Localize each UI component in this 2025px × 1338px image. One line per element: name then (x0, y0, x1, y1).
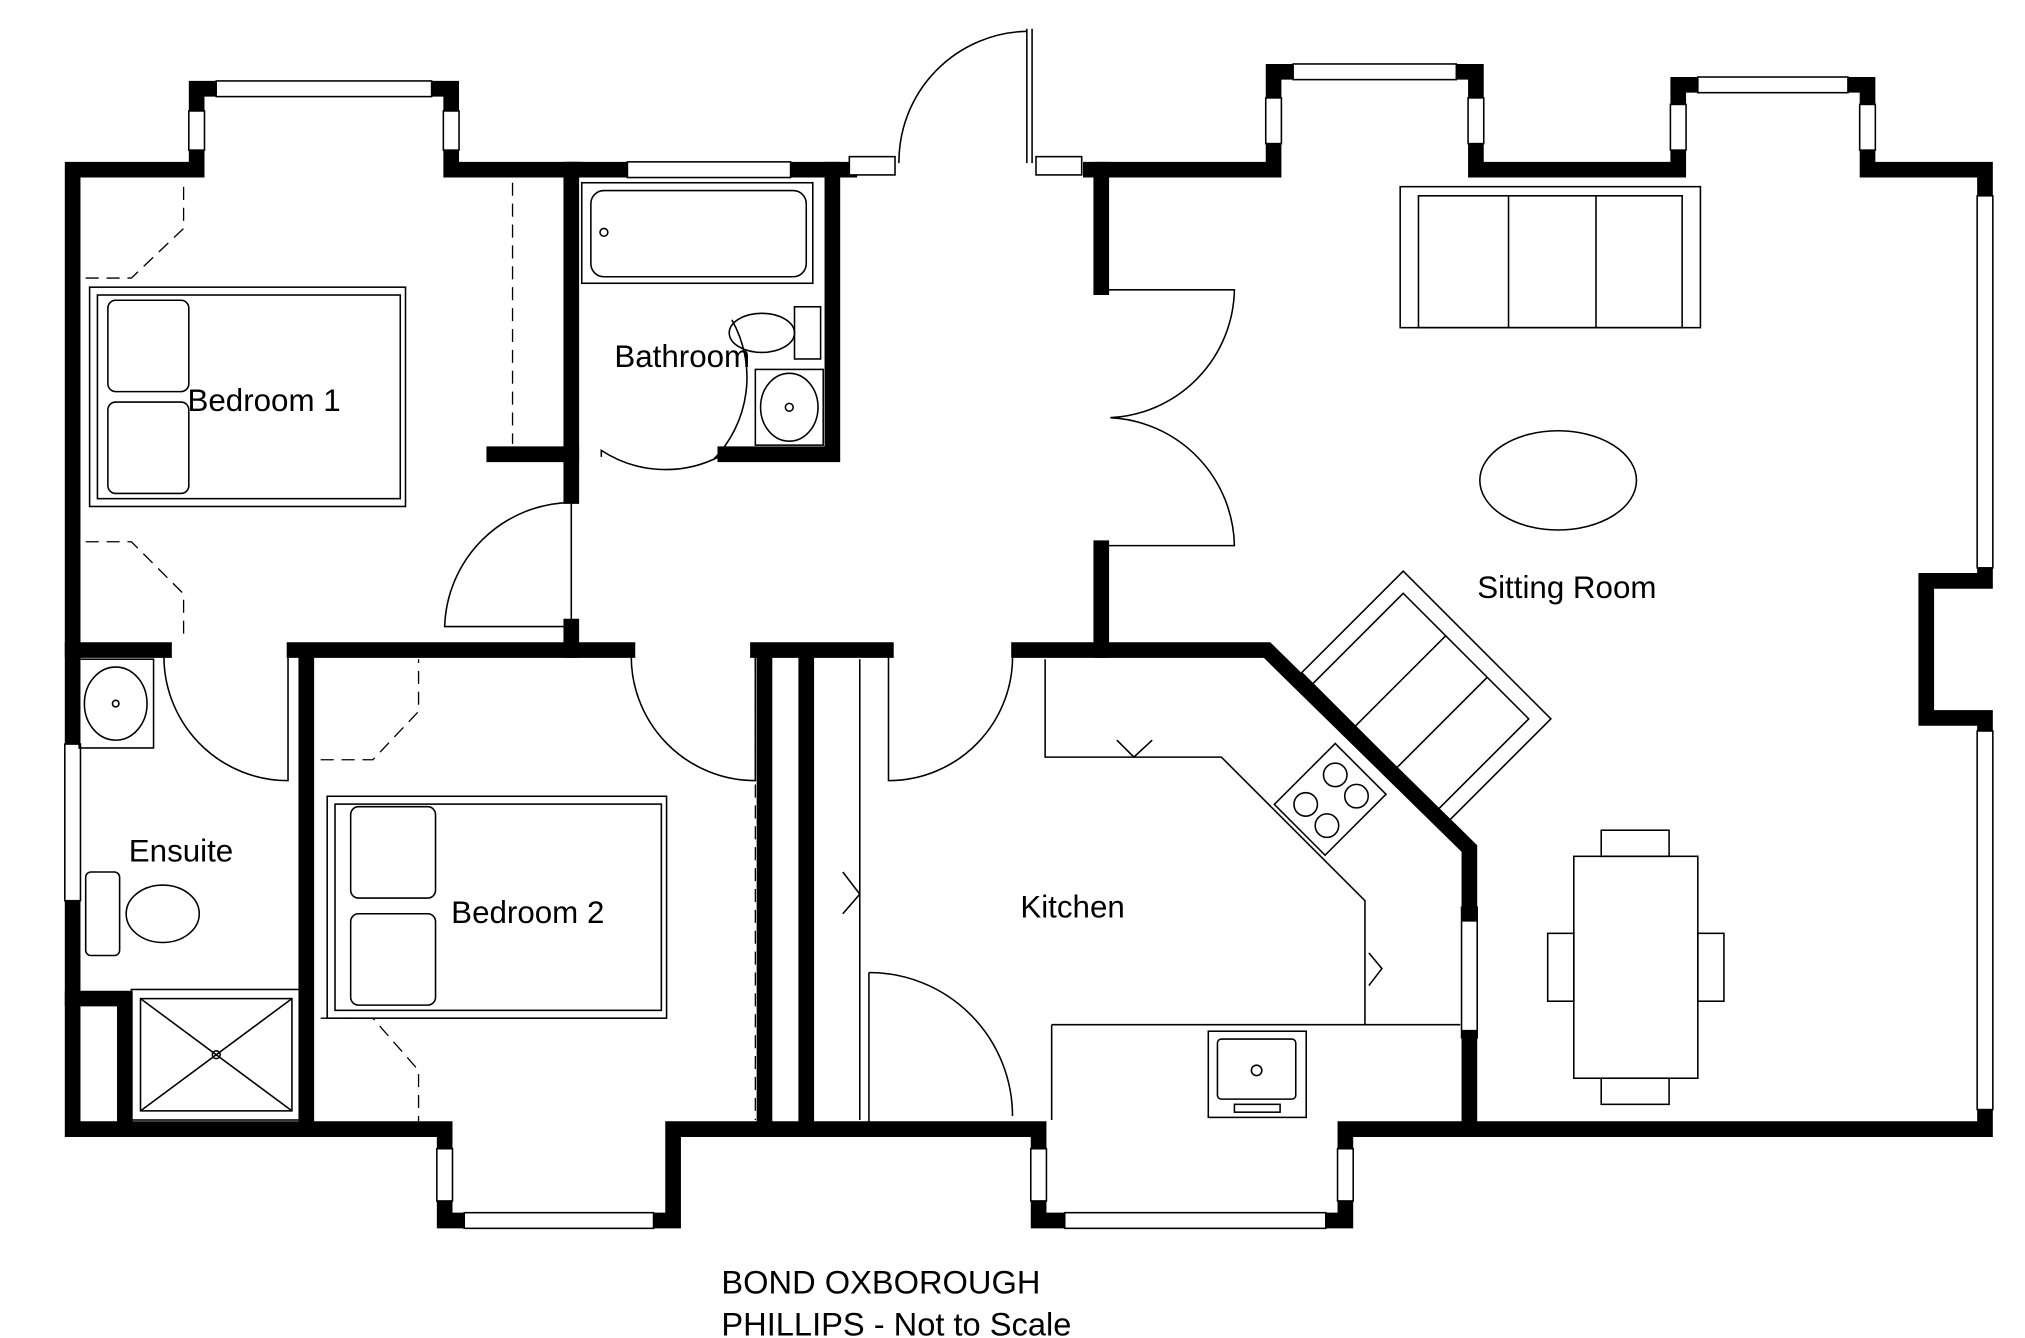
scale-note: PHILLIPS - Not to Scale (721, 1305, 1071, 1338)
wardrobes (85, 180, 861, 1123)
windows (64, 63, 1994, 1230)
room-label-bedroom-1: Bedroom 1 (188, 383, 341, 418)
dining-table (1546, 829, 1725, 1106)
room-label-sitting-room: Sitting Room (1477, 570, 1656, 605)
room-label-ensuite: Ensuite (129, 834, 233, 869)
agent-name: BOND OXBOROUGH (721, 1264, 1040, 1301)
room-label-bedroom-2: Bedroom 2 (451, 895, 604, 930)
interior-walls (64, 161, 1478, 1137)
sofa (1399, 185, 1702, 329)
ensuite-toilet (84, 871, 201, 957)
ensuite-basin (78, 658, 155, 749)
double-bed (326, 795, 668, 1019)
room-label-kitchen: Kitchen (1020, 890, 1124, 925)
interior-doors (163, 289, 1236, 1134)
room-label-bathroom: Bathroom (614, 339, 750, 374)
bathtub (580, 181, 814, 285)
armchair-sofa (1300, 570, 1553, 822)
double-bed (88, 286, 407, 508)
kitchen-units (1044, 659, 1461, 1121)
coffee-table (1479, 429, 1638, 531)
toilet (728, 305, 822, 360)
front-door[interactable] (848, 28, 1083, 176)
kitchen-sink (1207, 1030, 1307, 1119)
basin (754, 368, 825, 446)
hob (1273, 742, 1388, 857)
shower-tray (130, 988, 302, 1121)
